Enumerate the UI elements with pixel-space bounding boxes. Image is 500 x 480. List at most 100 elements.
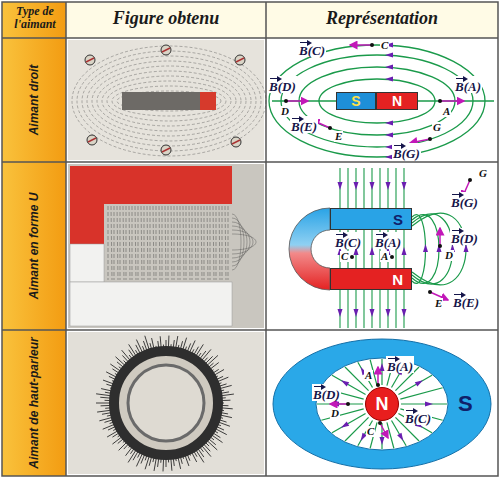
- field-line: [363, 230, 364, 268]
- filing-spike: [100, 397, 110, 399]
- field-arrow: [385, 53, 393, 58]
- filing-line: [117, 206, 118, 280]
- filing-line: [108, 206, 109, 280]
- filing-spike: [219, 420, 226, 422]
- filing-spike: [180, 341, 182, 349]
- filing-line: [114, 206, 115, 280]
- field-vector-label: B(C): [334, 232, 362, 249]
- filing-spike: [154, 458, 156, 471]
- field-vector-label: B(D): [268, 76, 297, 93]
- field-arrow: [386, 309, 391, 317]
- filing-spike: [152, 338, 154, 348]
- pole-letter: N: [392, 272, 403, 287]
- field-vector: [330, 403, 348, 405]
- row-header: Aimant de haut-parleur: [28, 337, 40, 468]
- filing-spike: [108, 427, 115, 430]
- filing-line: [232, 222, 247, 262]
- filing-line: [82, 56, 256, 146]
- field-arrow: [354, 309, 359, 317]
- filing-spike: [219, 422, 230, 426]
- filing-line: [219, 206, 220, 280]
- field-line: [363, 290, 364, 328]
- filing-line: [111, 206, 112, 280]
- filing-line: [141, 206, 142, 280]
- field-arrow: [415, 380, 423, 386]
- filing-line: [210, 206, 211, 280]
- point-label: A: [364, 370, 373, 381]
- compass: [161, 145, 171, 155]
- filing-line: [174, 206, 175, 280]
- filing-line: [189, 206, 190, 280]
- pole-letter: S: [458, 393, 473, 415]
- filing-line: [107, 81, 231, 121]
- compass-needle: [232, 140, 240, 144]
- field-arrow: [380, 437, 385, 445]
- field-line: [412, 214, 453, 284]
- speaker-ring: SN: [272, 338, 492, 470]
- field-arrow: [341, 380, 349, 386]
- filing-line: [129, 206, 130, 280]
- filing-line: [198, 206, 199, 280]
- compass: [231, 137, 241, 147]
- field-line: [412, 213, 466, 285]
- field-vector: [377, 367, 379, 385]
- filing-spike: [106, 372, 116, 377]
- filing-line: [132, 206, 133, 280]
- point-label: E: [434, 298, 443, 309]
- field-vector-label: B(A): [454, 76, 482, 93]
- filing-spike: [149, 457, 151, 466]
- filing-line: [232, 230, 253, 254]
- field-vector-label: B(C): [298, 40, 326, 57]
- field-arrow: [341, 422, 349, 428]
- filing-spike: [104, 420, 112, 423]
- compass-needle: [86, 58, 94, 62]
- filing-spike: [96, 403, 110, 404]
- compass: [235, 55, 245, 65]
- filing-line: [216, 206, 217, 280]
- filing-line: [135, 206, 136, 280]
- point-label: C: [366, 426, 375, 437]
- filing-spike: [192, 453, 197, 462]
- compass-needle: [162, 148, 170, 152]
- filing-spike: [206, 356, 213, 363]
- filing-spike: [136, 340, 142, 353]
- filing-line: [177, 206, 178, 280]
- field-vector-label: B(E): [452, 292, 480, 309]
- point-label: D: [280, 106, 290, 117]
- point-label: C: [380, 40, 389, 51]
- field-arrow: [380, 363, 385, 371]
- filing-line: [92, 66, 246, 136]
- filing-spike: [222, 400, 230, 401]
- field-lines-u: [289, 168, 472, 328]
- filing-line: [162, 206, 163, 280]
- filing-line: [126, 206, 127, 280]
- column-header: Représentation: [266, 9, 498, 27]
- filing-spike: [110, 364, 120, 371]
- filing-spike: [214, 370, 224, 376]
- filing-line: [168, 206, 169, 280]
- pole-letter: N: [392, 94, 402, 108]
- filing-line: [186, 206, 187, 280]
- field-line: [269, 45, 485, 157]
- point-dot: [346, 402, 350, 406]
- filing-spike: [216, 429, 227, 435]
- field-line: [379, 168, 380, 208]
- filing-spike: [145, 456, 149, 469]
- point-label: G: [432, 122, 442, 133]
- row-header: Aimant en forme U: [28, 193, 40, 300]
- filing-spike: [122, 350, 130, 360]
- field-arrow: [338, 309, 343, 317]
- filings-photo-speaker: [68, 332, 264, 474]
- field-line: [379, 290, 380, 328]
- filing-spike: [99, 417, 112, 420]
- field-vector-label: B(D): [312, 384, 341, 401]
- filing-spike: [180, 457, 182, 464]
- field-arrow: [402, 247, 407, 255]
- field-line: [401, 403, 447, 404]
- filing-spike: [200, 351, 206, 359]
- filing-spike: [173, 340, 175, 347]
- filing-spike: [183, 338, 187, 350]
- filing-line: [87, 61, 251, 141]
- filing-spike: [96, 394, 110, 396]
